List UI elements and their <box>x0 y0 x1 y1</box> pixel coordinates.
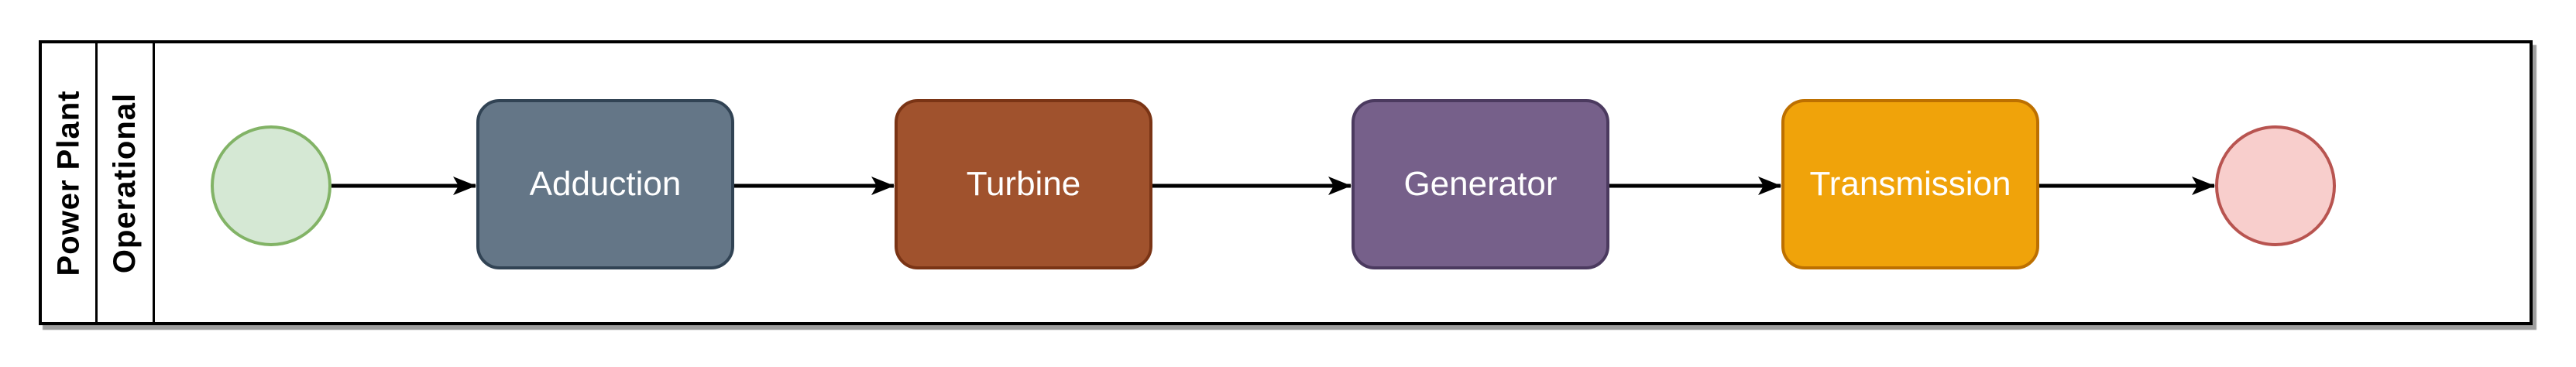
lane-title: Operational <box>108 92 143 273</box>
lane-header[interactable]: Operational <box>98 43 155 322</box>
task-turbine[interactable]: Turbine <box>895 99 1152 269</box>
connectors-layer <box>331 177 2215 195</box>
task-generator-label: Generator <box>1403 165 1558 203</box>
pool-power-plant: Power Plant Operational Adduction Turbin… <box>39 40 2533 325</box>
task-transmission-label: Transmission <box>1809 165 2011 203</box>
end-event-circle[interactable] <box>2215 125 2336 246</box>
pool-header[interactable]: Power Plant <box>42 43 98 322</box>
task-adduction-label: Adduction <box>529 165 682 203</box>
start-event-circle[interactable] <box>211 125 331 246</box>
task-generator[interactable]: Generator <box>1352 99 1609 269</box>
task-turbine-label: Turbine <box>966 165 1081 203</box>
pool-title: Power Plant <box>51 90 86 276</box>
task-adduction[interactable]: Adduction <box>476 99 734 269</box>
task-transmission[interactable]: Transmission <box>1781 99 2039 269</box>
